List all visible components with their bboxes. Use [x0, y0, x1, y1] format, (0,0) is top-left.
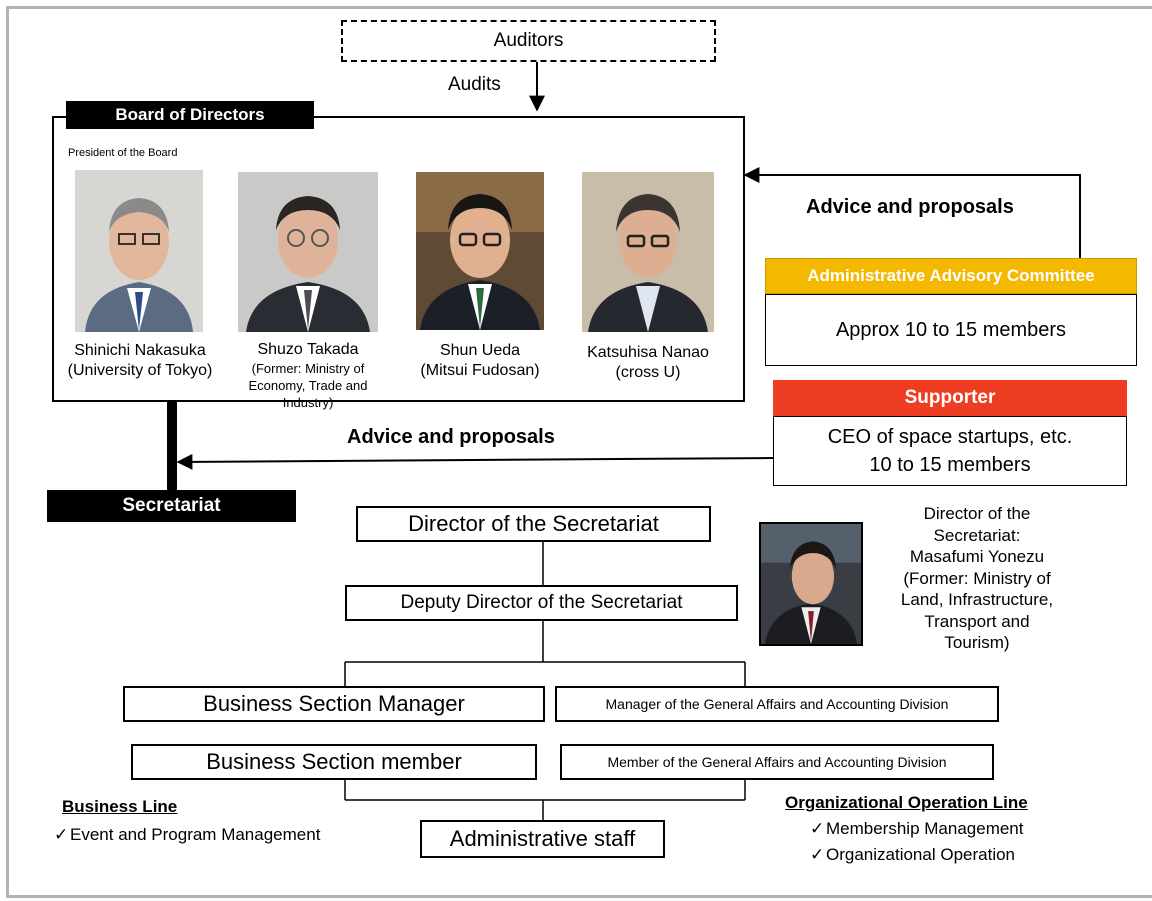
member-name: Shun Ueda	[439, 342, 521, 359]
member-photo-nanao	[582, 172, 714, 332]
director-info-line: Land, Infrastructure,	[900, 590, 1054, 609]
supporter-line-2: 10 to 15 members	[869, 454, 1031, 476]
advice-proposals-top-label: Advice and proposals	[806, 196, 1014, 218]
member-name: Katsuhisa Nanao	[587, 344, 709, 361]
business-line-item: ✓Event and Program Management	[54, 825, 320, 845]
deputy-director-label: Deputy Director of the Secretariat	[400, 592, 683, 613]
org-line-item-label: Membership Management	[826, 819, 1024, 838]
director-info-line: Director of the	[923, 504, 1031, 523]
member-caption: Shinichi Nakasuka (University of Tokyo)	[55, 341, 225, 381]
member-affiliation: (Mitsui Fudosan)	[420, 362, 540, 379]
advisory-committee-body: Approx 10 to 15 members	[765, 294, 1137, 366]
supporter-title: Supporter	[773, 380, 1127, 416]
director-label: Director of the Secretariat	[408, 511, 659, 536]
director-box: Director of the Secretariat	[356, 506, 711, 542]
director-info-line: Masafumi Yonezu	[909, 547, 1045, 566]
member-name: Shinichi Nakasuka	[74, 342, 206, 359]
business-member-box: Business Section member	[131, 744, 537, 780]
secretariat-header: Secretariat	[47, 490, 296, 522]
org-line-item-label: Organizational Operation	[826, 845, 1016, 864]
check-icon: ✓	[810, 845, 825, 864]
audits-label: Audits	[448, 74, 501, 95]
president-label: President of the Board	[68, 147, 178, 159]
business-member-label: Business Section member	[206, 749, 462, 774]
member-photo-nakasuka	[75, 170, 203, 332]
diagram-frame	[6, 6, 1152, 898]
supporter-line-1: CEO of space startups, etc.	[827, 426, 1073, 448]
member-name: Shuzo Takada	[257, 341, 359, 358]
deputy-director-box: Deputy Director of the Secretariat	[345, 585, 738, 621]
supporter-body: CEO of space startups, etc. 10 to 15 mem…	[773, 416, 1127, 486]
director-info-line: Transport and	[924, 611, 1030, 631]
ga-member-box: Member of the General Affairs and Accoun…	[560, 744, 994, 780]
director-info-line: Secretariat:	[933, 525, 1021, 545]
check-icon: ✓	[54, 825, 69, 844]
director-photo	[759, 522, 863, 646]
board-title: Board of Directors	[66, 101, 314, 129]
member-caption: Shuzo Takada (Former: Ministry of Econom…	[228, 340, 388, 411]
member-affiliation: (University of Tokyo)	[67, 362, 213, 379]
member-affiliation: (Former: Ministry of Economy, Trade and …	[248, 361, 368, 410]
check-icon: ✓	[810, 819, 825, 838]
business-manager-box: Business Section Manager	[123, 686, 545, 722]
auditors-label: Auditors	[493, 30, 564, 51]
business-line-item-label: Event and Program Management	[70, 825, 321, 844]
auditors-box: Auditors	[341, 20, 716, 62]
advisory-committee-members: Approx 10 to 15 members	[835, 318, 1067, 341]
member-photo-takada	[238, 172, 378, 332]
org-line-item: ✓Membership Management	[810, 819, 1023, 839]
advice-proposals-mid-label: Advice and proposals	[347, 426, 555, 448]
director-info-line: Tourism)	[944, 633, 1010, 652]
advisory-arrow	[743, 167, 1081, 258]
business-manager-label: Business Section Manager	[203, 691, 465, 716]
org-line-item: ✓Organizational Operation	[810, 845, 1015, 865]
supporter-arrow	[176, 453, 774, 470]
member-photo-ueda	[416, 172, 544, 330]
advisory-committee-title: Administrative Advisory Committee	[765, 258, 1137, 294]
ga-manager-box: Manager of the General Affairs and Accou…	[555, 686, 999, 722]
director-info-line: (Former: Ministry of	[903, 568, 1051, 588]
business-line-title: Business Line	[62, 797, 178, 816]
ga-manager-label: Manager of the General Affairs and Accou…	[605, 696, 949, 712]
ga-member-label: Member of the General Affairs and Accoun…	[607, 754, 947, 770]
director-info: Director of the Secretariat: Masafumi Yo…	[872, 503, 1082, 654]
org-line-title: Organizational Operation Line	[785, 793, 1028, 812]
member-affiliation: (cross U)	[615, 364, 681, 381]
admin-staff-box: Administrative staff	[420, 820, 665, 858]
member-caption: Shun Ueda (Mitsui Fudosan)	[398, 341, 562, 381]
member-caption: Katsuhisa Nanao (cross U)	[566, 343, 730, 383]
admin-staff-label: Administrative staff	[449, 826, 636, 851]
